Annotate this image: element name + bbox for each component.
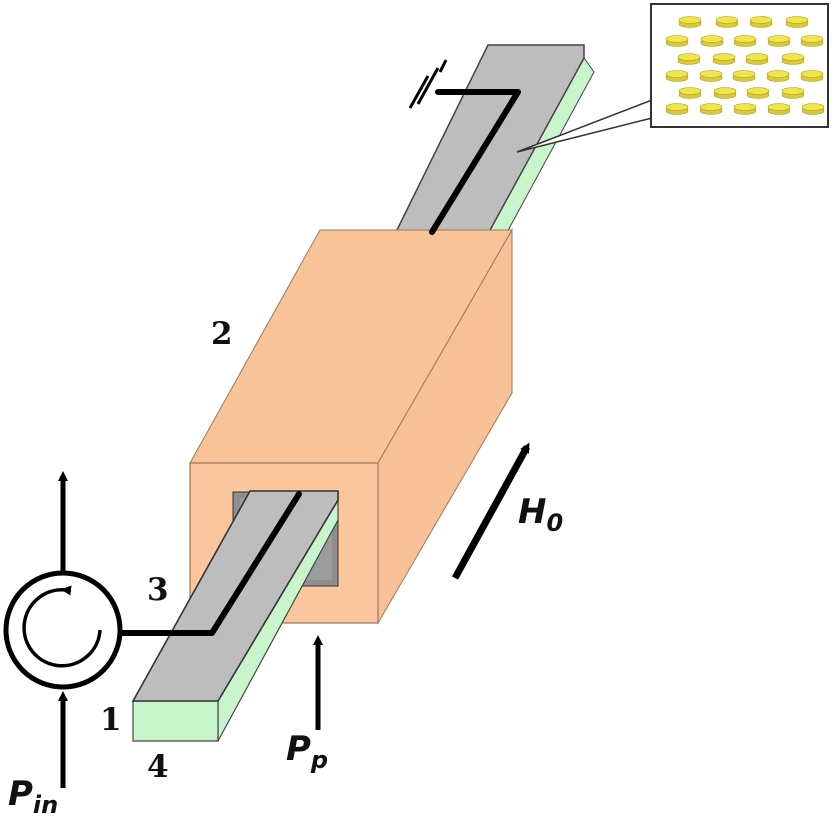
label-h0: H0	[518, 492, 563, 537]
particle	[665, 103, 689, 111]
particle-grid	[665, 16, 825, 115]
particle	[767, 35, 791, 43]
particle	[712, 53, 736, 61]
field-arrow	[451, 442, 531, 580]
strip-front-bottom	[132, 700, 219, 742]
particle	[800, 70, 824, 78]
label-2: 2	[211, 316, 233, 352]
label-pp-main: P	[286, 729, 311, 769]
particle	[767, 103, 791, 111]
particle	[699, 103, 723, 111]
particle	[785, 16, 809, 24]
label-pin: Pin	[8, 774, 58, 819]
label-pp-sub: p	[310, 746, 328, 774]
particle	[746, 87, 770, 95]
particle	[733, 103, 757, 111]
circulator-rotation-arrow	[22, 585, 102, 668]
conductor-back	[429, 89, 521, 235]
conductor-front	[117, 491, 302, 636]
label-h0-main: H	[518, 492, 546, 532]
particle	[677, 53, 701, 61]
particle	[699, 70, 723, 78]
particle	[665, 70, 689, 78]
particle	[678, 16, 702, 24]
label-pin-main: P	[8, 774, 33, 814]
label-1: 1	[100, 702, 122, 738]
particle	[665, 35, 689, 43]
label-pin-sub: in	[33, 791, 58, 819]
particle	[733, 35, 757, 43]
ground-symbol	[408, 59, 448, 109]
particle	[749, 16, 773, 24]
particle	[700, 35, 724, 43]
particle	[800, 35, 824, 43]
particle	[766, 70, 790, 78]
label-4: 4	[147, 749, 169, 785]
particle	[713, 87, 737, 95]
circulator	[3, 570, 123, 690]
particle	[801, 103, 825, 111]
particle	[678, 87, 702, 95]
particle	[745, 53, 769, 61]
particle-inset	[516, 3, 829, 153]
particle	[781, 87, 805, 95]
label-h0-sub: 0	[546, 509, 563, 537]
particle	[715, 16, 739, 24]
label-3: 3	[147, 572, 169, 608]
particle	[781, 53, 805, 61]
particle	[732, 70, 756, 78]
label-pp: Pp	[286, 729, 328, 774]
